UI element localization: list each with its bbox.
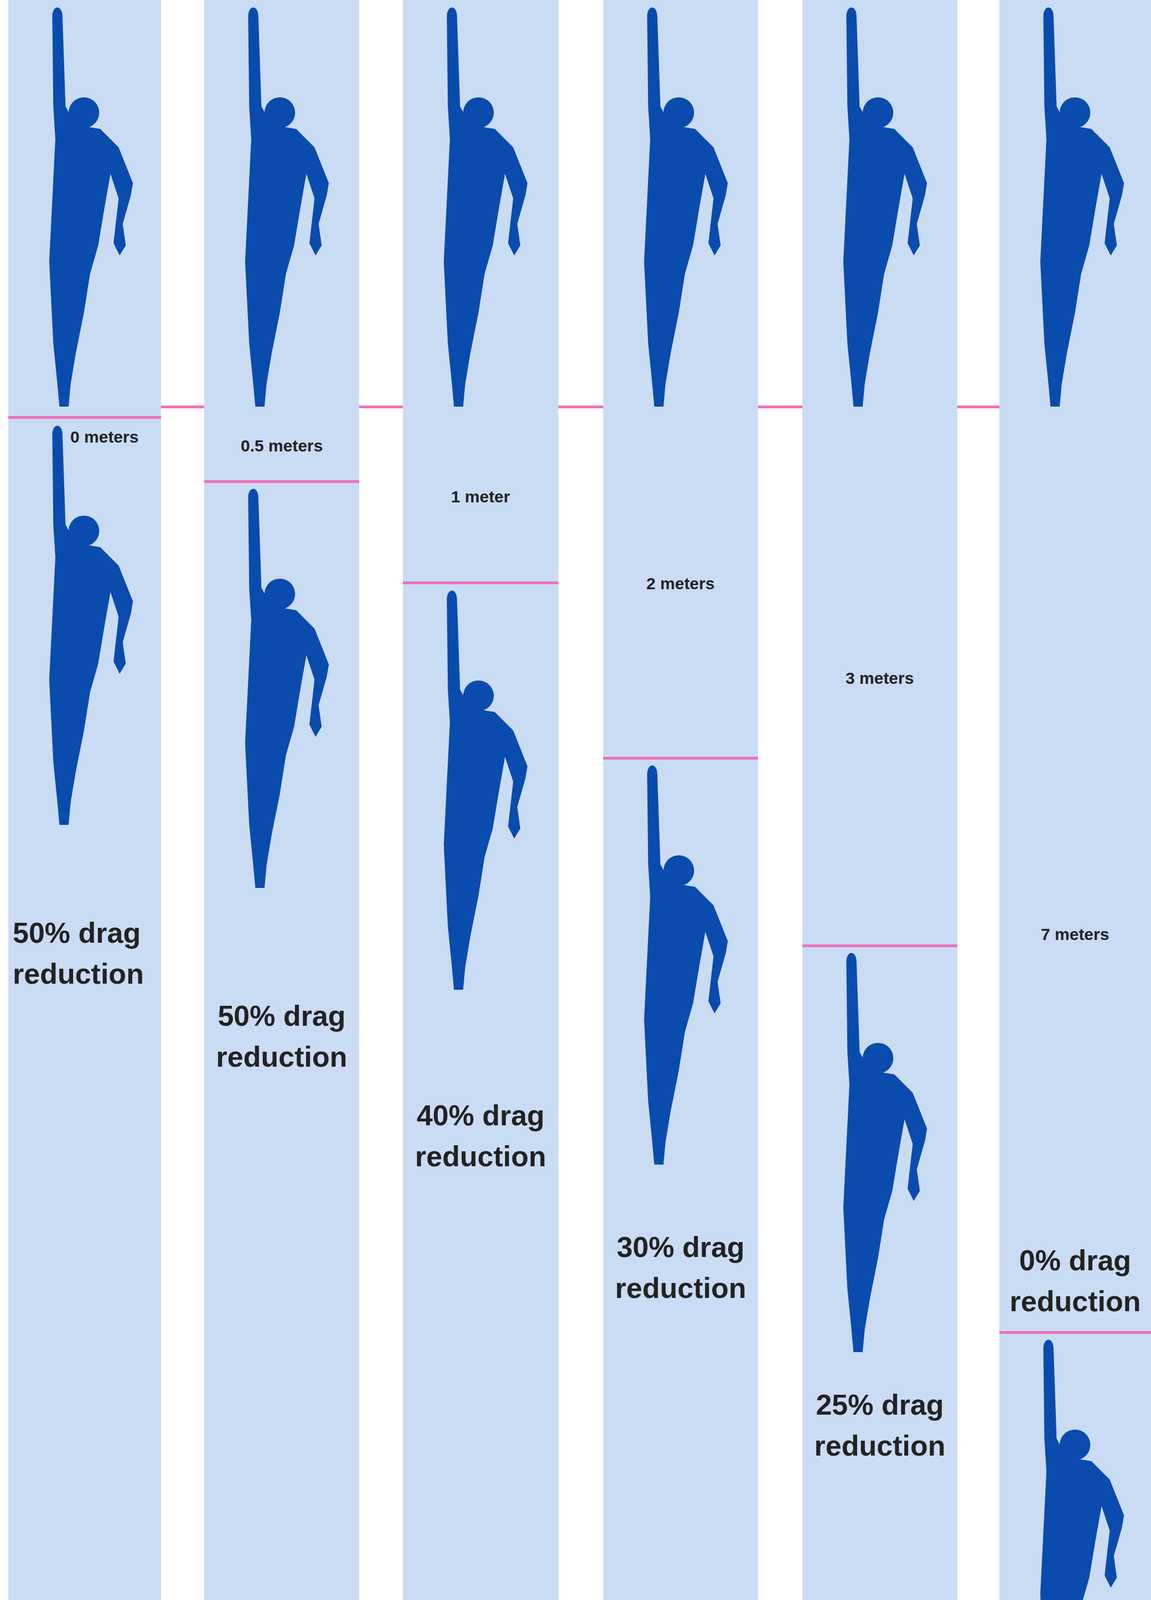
distance-line [999,1331,1151,1335]
distance-line [204,480,360,484]
swimmer-silhouette [402,4,557,413]
drag-reduction-label: 25% drag reduction [804,1385,956,1467]
distance-line [802,944,958,948]
swimmer-silhouette [8,4,162,413]
distance-label: 3 meters [845,668,914,689]
lane-band: 2 meters 30% drag reduction [603,0,759,1600]
distance-label: 1 meter [450,486,511,507]
drag-reduction-label: 50% drag reduction [12,913,159,995]
drag-reduction-label: 30% drag reduction [605,1227,756,1310]
drag-reduction-label: 40% drag reduction [405,1095,557,1178]
swimmer-silhouette [999,4,1151,413]
swimmer-silhouette [603,4,757,413]
lane-band: 0 meters 50% drag reduction [8,0,162,1600]
drag-reduction-label: 0% drag reduction [1001,1240,1149,1323]
distance-label: 2 meters [646,573,715,594]
lane-band: 7 meters 0% drag reduction [999,0,1151,1600]
swimmer-silhouette [204,485,358,895]
distance-line [603,757,759,760]
lane-band: 1 meter 40% drag reduction [402,0,559,1600]
swimmer-silhouette [999,1336,1151,1600]
surface-line [8,405,1151,409]
swimmer-silhouette [8,422,162,832]
swimmer-silhouette [603,762,757,1171]
drag-reduction-label: 50% drag reduction [206,996,357,1078]
swimmer-silhouette [204,4,358,413]
lane-band: 0.5 meters 50% drag reduction [204,0,360,1600]
lane-band: 3 meters 25% drag reduction [802,0,958,1600]
distance-label: 0 meters [70,427,139,448]
swimmer-silhouette [802,4,956,413]
distance-line [8,416,162,419]
swimmer-silhouette [402,587,557,997]
distance-line [402,581,559,585]
distance-label: 0.5 meters [240,436,323,456]
swimmer-silhouette [802,950,956,1359]
distance-label: 7 meters [1040,924,1109,945]
